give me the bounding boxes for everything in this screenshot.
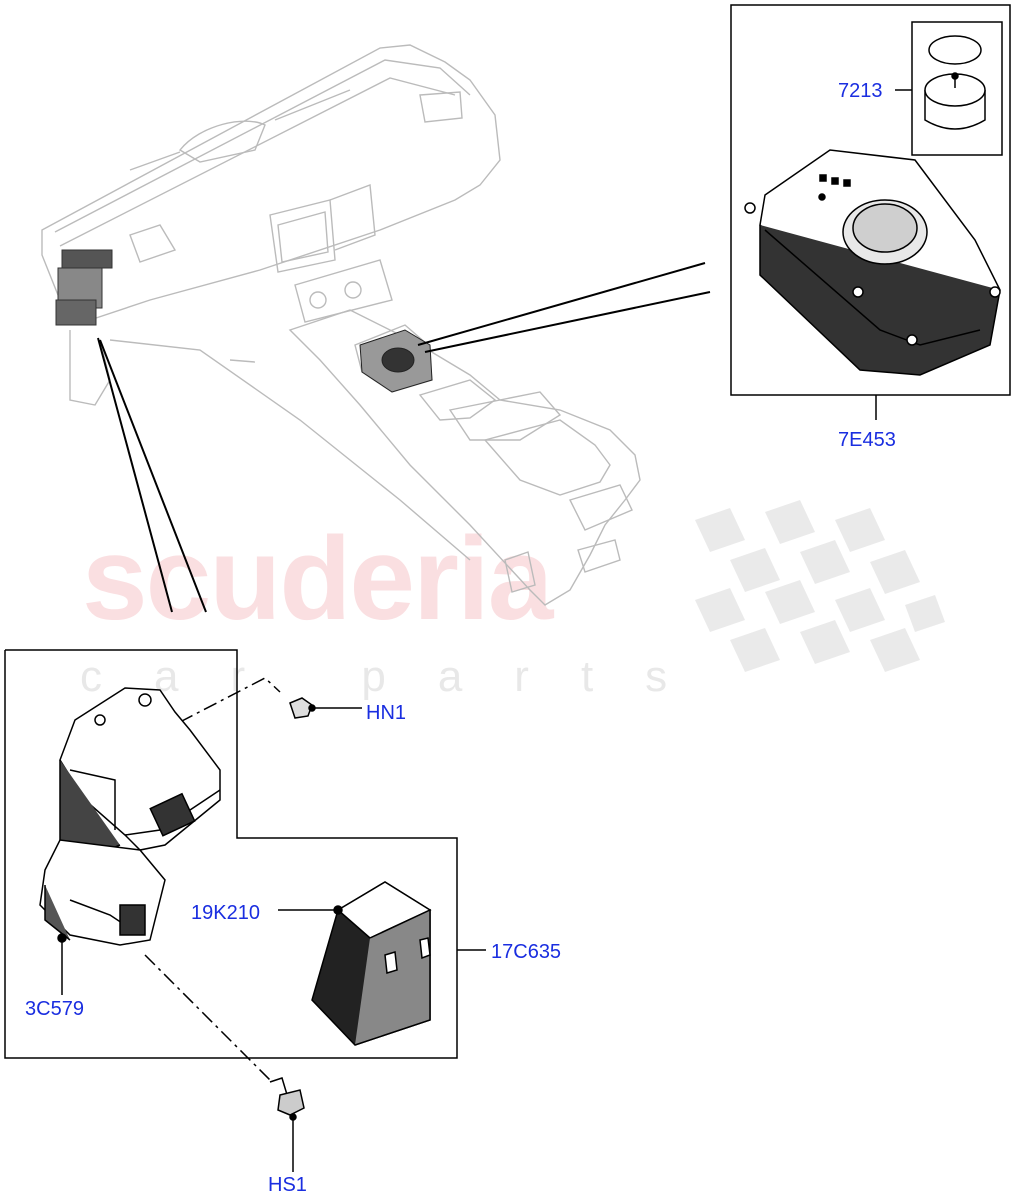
dashboard-ghost-drawing [41,44,641,606]
callout-19K210[interactable]: 19K210 [191,902,260,924]
callout-7E453[interactable]: 7E453 [838,429,896,451]
callout-7213[interactable]: 7213 [838,80,883,102]
gear-selector-module [744,149,1001,376]
checkered-flag-watermark [695,500,945,672]
callout-HN1[interactable]: HN1 [366,702,407,724]
module-inset [4,649,486,1172]
gear-selector-inset [730,4,1011,420]
watermark-subtitle: car parts [80,652,720,701]
callout-HS1[interactable]: HS1 [268,1174,307,1196]
bolt-part [269,1077,305,1121]
callout-17C635[interactable]: 17C635 [491,941,562,963]
callout-3C579[interactable]: 3C579 [25,998,84,1020]
assembly-dashed-lines [144,677,281,1086]
control-module-bracket [39,687,221,946]
knob-cap-part [924,35,986,130]
watermark-brand: scuderia [82,513,553,645]
leader-lines [97,262,711,613]
dashboard-bracket-detail [55,249,113,326]
console-gear-selector [359,329,433,393]
nut-part [289,697,316,719]
control-box-part [311,881,432,1046]
